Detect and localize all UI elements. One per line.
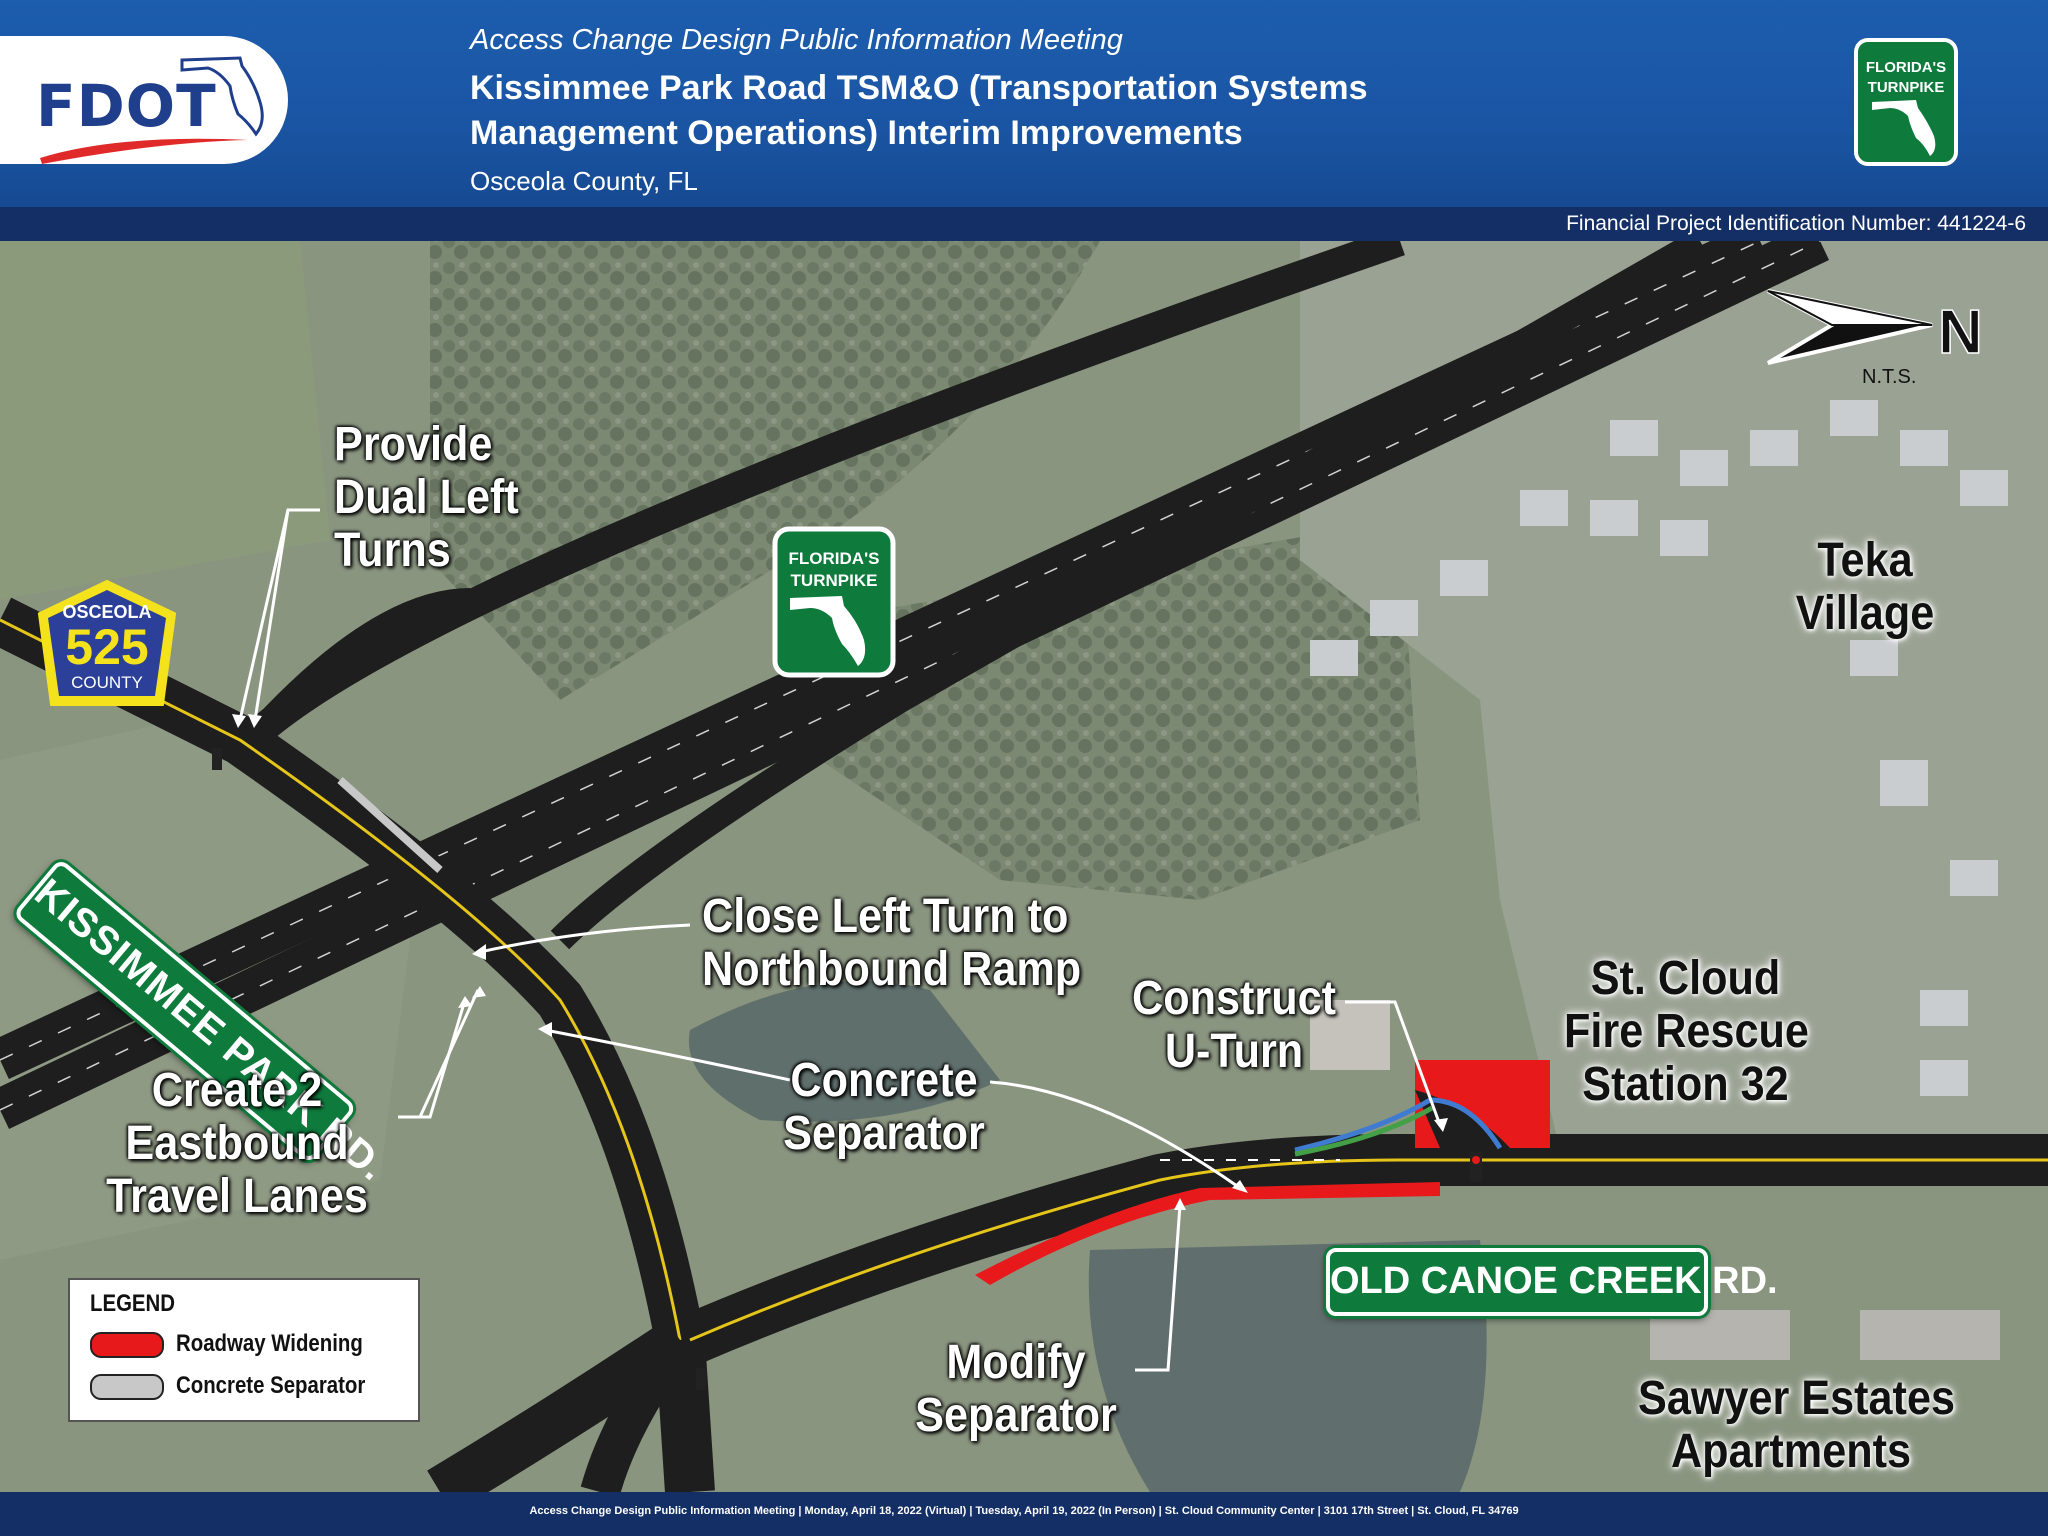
title-line-1: Kissimmee Park Road TSM&O (Transportatio…	[470, 69, 1368, 107]
florida-outline-icon	[180, 56, 264, 137]
roadway-widening-area	[975, 1182, 1440, 1285]
u-turn-blue-separator	[1294, 1097, 1503, 1153]
shield-bottom-label: COUNTY	[71, 673, 143, 692]
callout-dual-left-line-1: Provide	[334, 418, 493, 471]
place-fire-line-2: Fire Rescue	[1564, 1005, 1809, 1058]
legend-swatch-widening	[90, 1332, 164, 1358]
callout-leaders	[238, 508, 1442, 1372]
callout-dual-left-line-3: Turns	[334, 524, 451, 577]
place-teka-line-1: Teka	[1817, 534, 1913, 587]
callout-create-eastbound-lanes: Create 2 Eastbound Travel Lanes	[84, 1064, 390, 1223]
callout-concrete-separator: Concrete Separator	[776, 1054, 992, 1160]
nts-label: N.T.S.	[1862, 366, 1916, 388]
old-canoe-creek-rd-sign: OLD CANOE CREEK RD.	[1326, 1248, 1778, 1316]
fdot-swoosh-icon	[40, 138, 248, 164]
county-road-shield: OSCEOLA 525 COUNTY	[37, 579, 177, 706]
header-banner: FDOT Access Change Design Public Informa…	[0, 0, 2048, 207]
footer-text: Access Change Design Public Information …	[529, 1505, 1519, 1517]
legend-title: LEGEND	[90, 1290, 176, 1317]
old-canoe-creek-road	[679, 1134, 2048, 1364]
place-fire-station: St. Cloud Fire Rescue Station 32	[1564, 952, 1809, 1111]
county-label: Osceola County, FL	[470, 166, 698, 196]
meeting-subtitle: Access Change Design Public Information …	[470, 24, 1123, 56]
fire-station-building	[1310, 1000, 1390, 1070]
callout-concrete-sep-line-2: Separator	[783, 1107, 985, 1160]
turnpike-sign-line-2: TURNPIKE	[791, 571, 878, 590]
callout-close-left-line-2: Northbound Ramp	[702, 943, 1082, 996]
callout-dual-left-line-2: Dual Left	[334, 471, 519, 524]
turnpike-sign-line-1: FLORIDA'S	[789, 549, 880, 568]
place-sawyer-estates: Sawyer Estates Apartments	[1638, 1372, 1955, 1478]
turnpike-logo-line-1: FLORIDA'S	[1866, 59, 1946, 76]
callout-modify-separator: Modify Separator	[908, 1336, 1124, 1442]
traffic-signal-icons	[212, 748, 1482, 1390]
map-legend: LEGEND Roadway Widening Concrete Separat…	[68, 1278, 420, 1422]
shield-top-label: OSCEOLA	[62, 602, 151, 622]
fdot-logo: FDOT	[36, 72, 217, 140]
legend-label-separator: Concrete Separator	[176, 1372, 366, 1399]
page-title: Kissimmee Park Road TSM&O (Transportatio…	[470, 66, 1570, 156]
callout-arrowheads	[232, 714, 1448, 1210]
place-sawyer-line-2: Apartments	[1670, 1425, 1912, 1478]
callout-modify-sep-line-2: Separator	[915, 1389, 1117, 1442]
callout-modify-sep-line-1: Modify	[946, 1336, 1086, 1389]
legend-label-widening: Roadway Widening	[176, 1330, 363, 1357]
callout-create-lanes-line-2: Eastbound	[125, 1117, 349, 1170]
fpid-bar: Financial Project Identification Number:…	[0, 207, 2048, 241]
legend-swatch-separator	[90, 1374, 164, 1400]
florida-turnpike-logo: FLORIDA'S TURNPIKE	[1854, 38, 1958, 166]
north-arrow-icon: N N.T.S.	[1766, 289, 1982, 388]
callout-construct-u-turn: Construct U-Turn	[1126, 972, 1342, 1078]
place-teka-village: Teka Village	[1784, 534, 1946, 640]
north-label: N	[1938, 298, 1982, 367]
callout-concrete-sep-line-1: Concrete	[790, 1054, 978, 1107]
teka-village-area	[1300, 241, 2048, 1150]
place-fire-line-3: Station 32	[1582, 1058, 1789, 1111]
title-line-2: Management Operations) Interim Improveme…	[470, 114, 1243, 152]
callout-create-lanes-line-1: Create 2	[151, 1064, 323, 1117]
callout-create-lanes-line-3: Travel Lanes	[106, 1170, 368, 1223]
old-canoe-creek-rd-sign-text: OLD CANOE CREEK RD.	[1330, 1260, 1778, 1302]
callout-dual-left-turns: Provide Dual Left Turns	[334, 418, 519, 577]
callout-close-left-turn: Close Left Turn to Northbound Ramp	[702, 890, 1081, 996]
callout-u-turn-line-2: U-Turn	[1164, 1025, 1304, 1078]
footer-bar: Access Change Design Public Information …	[0, 1492, 2048, 1536]
buildings-teka	[1310, 400, 2008, 1096]
shield-number: 525	[65, 619, 148, 675]
field-west	[0, 241, 330, 600]
pond-center	[688, 981, 1000, 1122]
place-sawyer-line-1: Sawyer Estates	[1638, 1372, 1955, 1425]
concrete-separator-line	[337, 777, 443, 873]
callout-close-left-line-1: Close Left Turn to	[702, 890, 1069, 943]
fpid-text: Financial Project Identification Number:…	[1566, 212, 2026, 235]
place-teka-line-2: Village	[1795, 587, 1935, 640]
florida-turnpike-sign: FLORIDA'S TURNPIKE	[772, 526, 896, 678]
u-turn-lane	[1415, 1090, 1510, 1148]
u-turn-green-separator	[1294, 1105, 1434, 1157]
kissimmee-park-road	[0, 597, 715, 1492]
turnpike-logo-line-2: TURNPIKE	[1868, 79, 1945, 96]
place-fire-line-1: St. Cloud	[1590, 952, 1781, 1005]
buildings-sawyer	[1650, 1310, 2000, 1360]
callout-u-turn-line-1: Construct	[1131, 972, 1336, 1025]
